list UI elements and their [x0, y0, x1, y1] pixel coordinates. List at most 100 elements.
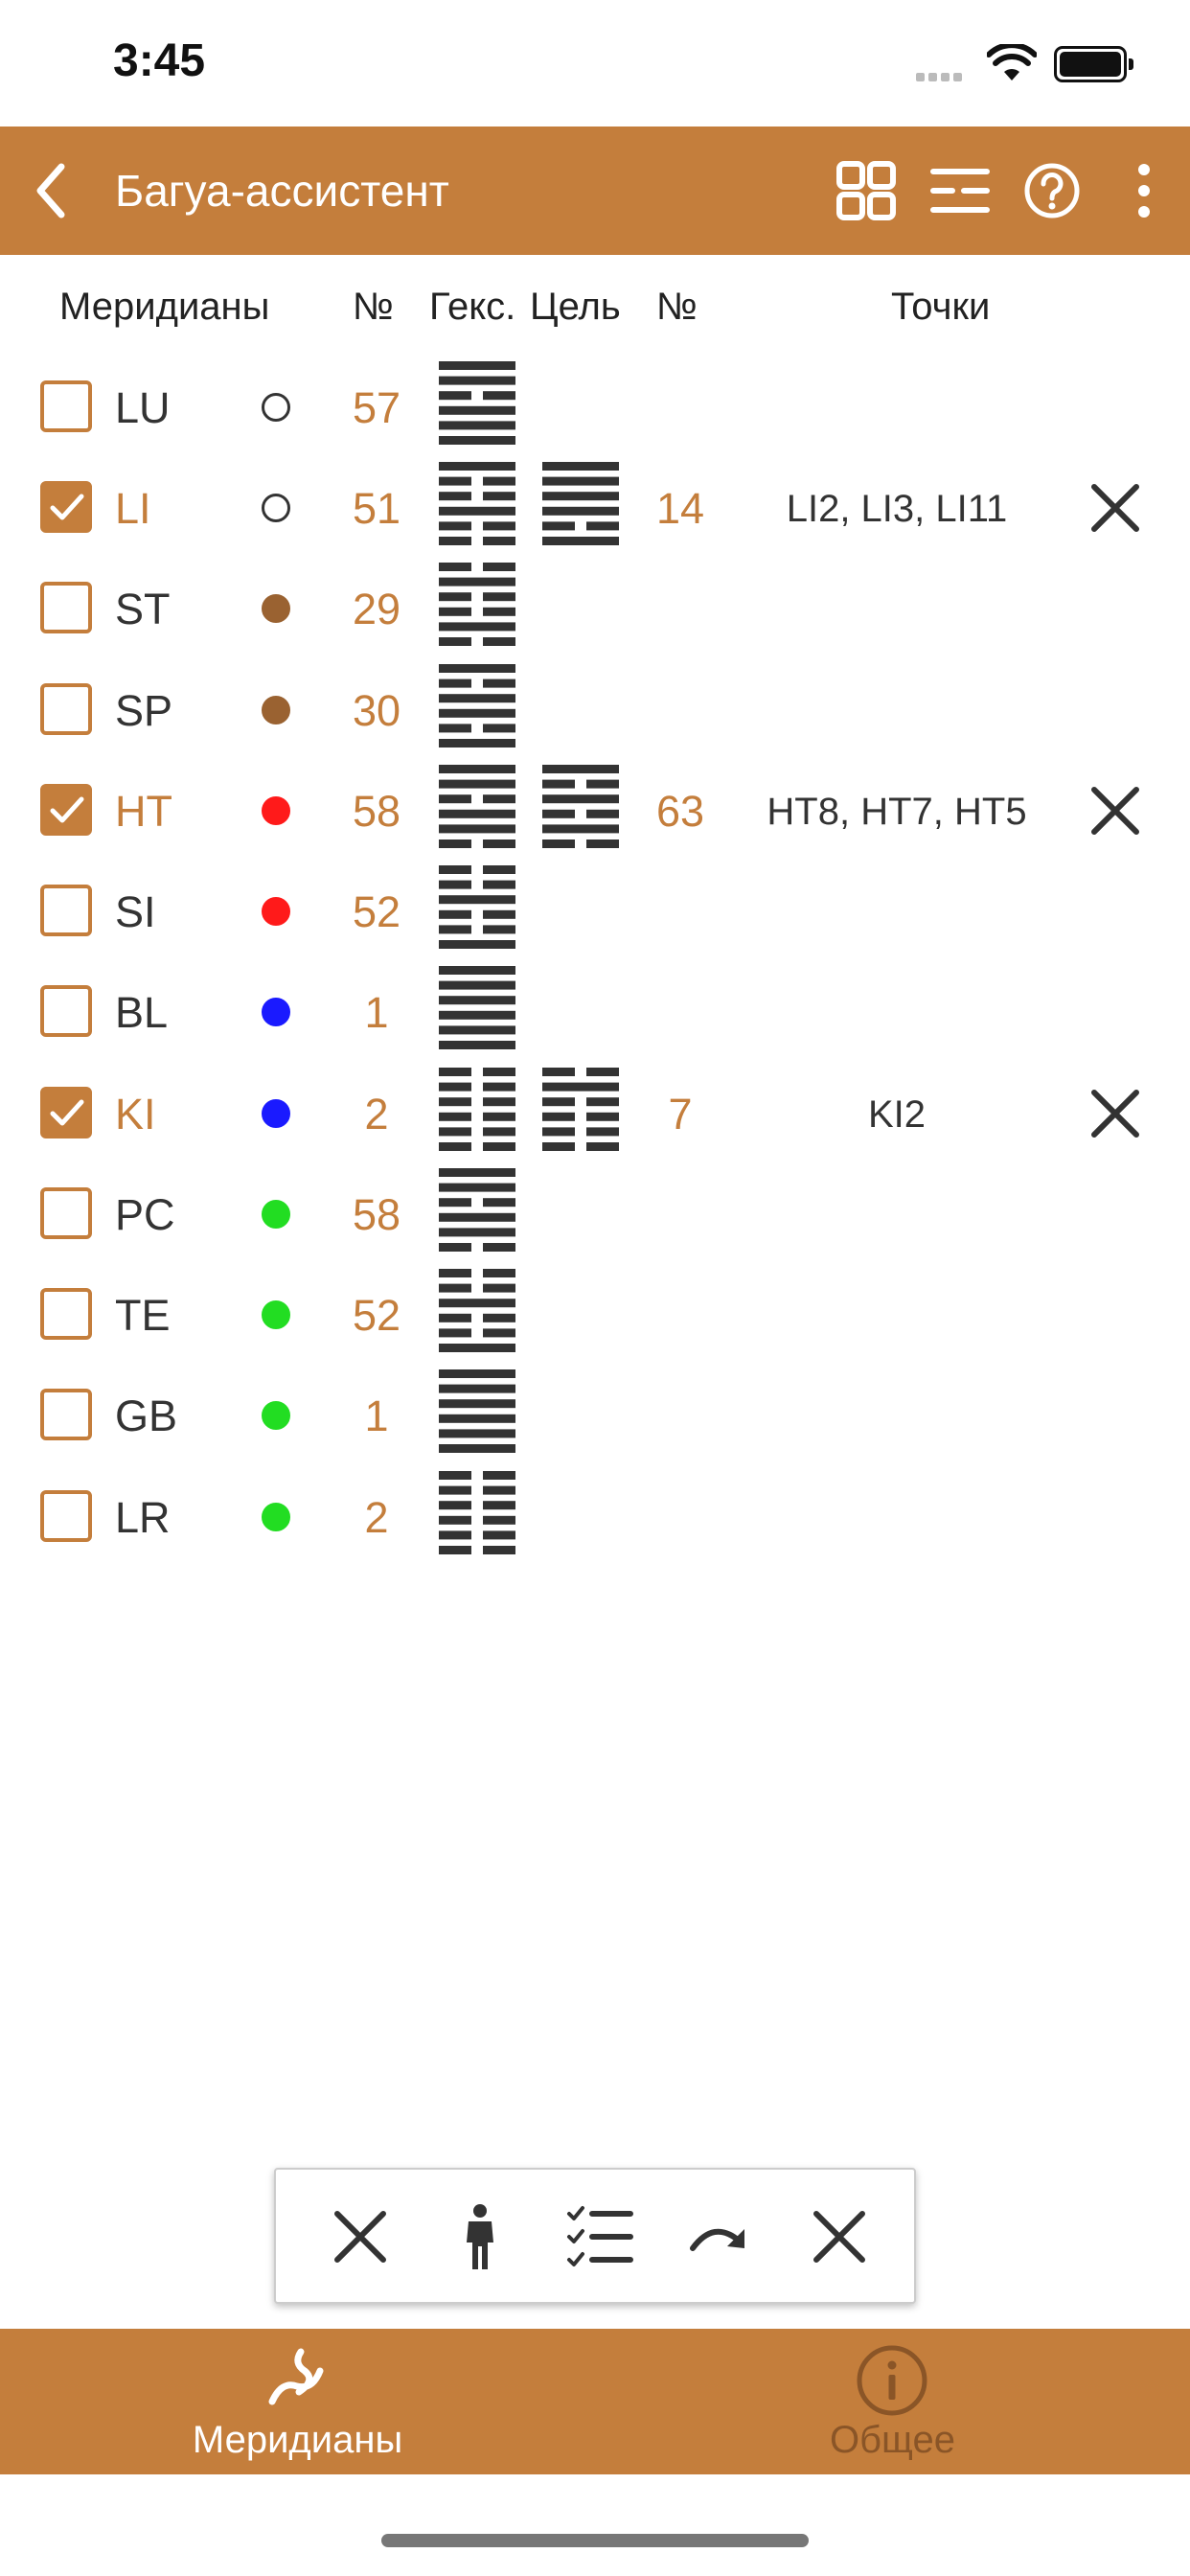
row-checkbox[interactable]: [40, 1087, 92, 1138]
element-dot: [262, 1099, 290, 1128]
list-icon[interactable]: [927, 158, 993, 223]
element-dot: [262, 1503, 290, 1531]
table-row: TE 52: [0, 1264, 1190, 1365]
meridian-code: SI: [115, 887, 156, 936]
info-icon: [857, 2345, 927, 2416]
hexagram-icon: [439, 1369, 515, 1453]
hexagram-icon: [439, 361, 515, 445]
hexagram-icon: [439, 865, 515, 949]
meridian-code: GB: [115, 1392, 178, 1440]
checklist-icon[interactable]: [565, 2202, 634, 2271]
hexagram-number: 1: [364, 1392, 389, 1440]
row-checkbox[interactable]: [40, 582, 92, 633]
hexagram-number: 29: [352, 585, 401, 633]
meridian-wave-icon: [268, 2348, 324, 2405]
hexagram-icon: [439, 1168, 515, 1252]
more-vertical-icon[interactable]: [1111, 158, 1177, 223]
row-checkbox[interactable]: [40, 985, 92, 1037]
hexagram-number: 52: [352, 887, 401, 936]
element-dot: [262, 897, 290, 926]
table-row: BL 1: [0, 961, 1190, 1062]
help-icon[interactable]: [1019, 158, 1085, 223]
floating-toolbar: [274, 2168, 916, 2304]
meridian-code: BL: [115, 988, 169, 1037]
hexagram-icon: [439, 563, 515, 646]
remove-row-icon[interactable]: [1088, 1087, 1142, 1140]
close-icon[interactable]: [326, 2202, 395, 2271]
row-checkbox[interactable]: [40, 683, 92, 735]
redo-icon[interactable]: [685, 2202, 754, 2271]
element-dot: [262, 393, 290, 422]
row-checkbox[interactable]: [40, 1389, 92, 1440]
column-header-points: Точки: [891, 286, 991, 328]
hexagram-icon: [439, 966, 515, 1049]
row-checkbox[interactable]: [40, 380, 92, 432]
target-hexagram-icon: [542, 462, 619, 545]
element-dot: [262, 494, 290, 522]
page-title: Багуа-ассистент: [115, 166, 449, 216]
hexagram-number: 30: [352, 686, 401, 735]
element-dot: [262, 1401, 290, 1430]
remove-row-icon[interactable]: [1088, 481, 1142, 535]
target-number: 63: [655, 787, 705, 836]
table-row: KI 2 7 KI2: [0, 1063, 1190, 1163]
signal-icon: [916, 69, 966, 86]
hexagram-number: 57: [352, 383, 401, 432]
tab-label: Меридианы: [192, 2419, 403, 2461]
meridian-code: LR: [115, 1493, 171, 1542]
row-checkbox[interactable]: [40, 784, 92, 836]
hexagram-icon: [439, 1269, 515, 1352]
element-dot: [262, 796, 290, 825]
meridian-code: LU: [115, 383, 171, 432]
hexagram-icon: [439, 462, 515, 545]
table-row: SI 52: [0, 861, 1190, 961]
table-row: LU 57: [0, 356, 1190, 457]
close-icon[interactable]: [805, 2202, 874, 2271]
hexagram-number: 51: [352, 484, 401, 533]
element-dot: [262, 1300, 290, 1329]
app-bar: Багуа-ассистент: [0, 126, 1190, 255]
back-chevron-icon[interactable]: [21, 155, 92, 226]
meridian-code: TE: [115, 1291, 171, 1340]
column-header-target: Цель: [530, 286, 621, 328]
remove-row-icon[interactable]: [1088, 784, 1142, 838]
grid-icon[interactable]: [834, 158, 899, 223]
hexagram-number: 58: [352, 1190, 401, 1239]
battery-icon: [1054, 46, 1133, 82]
hexagram-number: 58: [352, 787, 401, 836]
meridian-code: ST: [115, 585, 171, 633]
table-row: LR 2: [0, 1466, 1190, 1567]
points-text: KI2: [867, 1093, 927, 1136]
tab-general[interactable]: Общее: [595, 2329, 1190, 2474]
meridian-code: PC: [115, 1190, 175, 1239]
row-checkbox[interactable]: [40, 1187, 92, 1239]
hexagram-icon: [439, 1068, 515, 1151]
hexagram-icon: [439, 765, 515, 848]
table-row: SP 30: [0, 659, 1190, 760]
column-header-target-number: №: [656, 286, 698, 328]
hexagram-number: 52: [352, 1291, 401, 1340]
table-row: ST 29: [0, 558, 1190, 658]
hexagram-number: 2: [364, 1090, 389, 1138]
hexagram-icon: [439, 664, 515, 748]
row-checkbox[interactable]: [40, 1288, 92, 1340]
row-checkbox[interactable]: [40, 1490, 92, 1542]
meridian-code: SP: [115, 686, 173, 735]
meridian-code: LI: [115, 484, 151, 533]
column-header-hexagram: Гекс.: [429, 286, 516, 328]
row-checkbox[interactable]: [40, 481, 92, 533]
row-checkbox[interactable]: [40, 885, 92, 936]
points-text: HT8, HT7, HT5: [767, 791, 1027, 833]
target-hexagram-icon: [542, 1068, 619, 1151]
target-number: 7: [668, 1090, 693, 1138]
table-row: GB 1: [0, 1365, 1190, 1465]
element-dot: [262, 594, 290, 623]
tab-meridians[interactable]: Меридианы: [0, 2329, 595, 2474]
meridian-code: KI: [115, 1090, 156, 1138]
points-text: LI2, LI3, LI11: [786, 488, 1008, 530]
person-icon[interactable]: [446, 2202, 515, 2271]
table-row: HT 58 63 HT8, HT7, HT5: [0, 760, 1190, 861]
tab-label: Общее: [830, 2419, 955, 2461]
status-time: 3:45: [113, 35, 206, 86]
hexagram-number: 2: [364, 1493, 389, 1542]
